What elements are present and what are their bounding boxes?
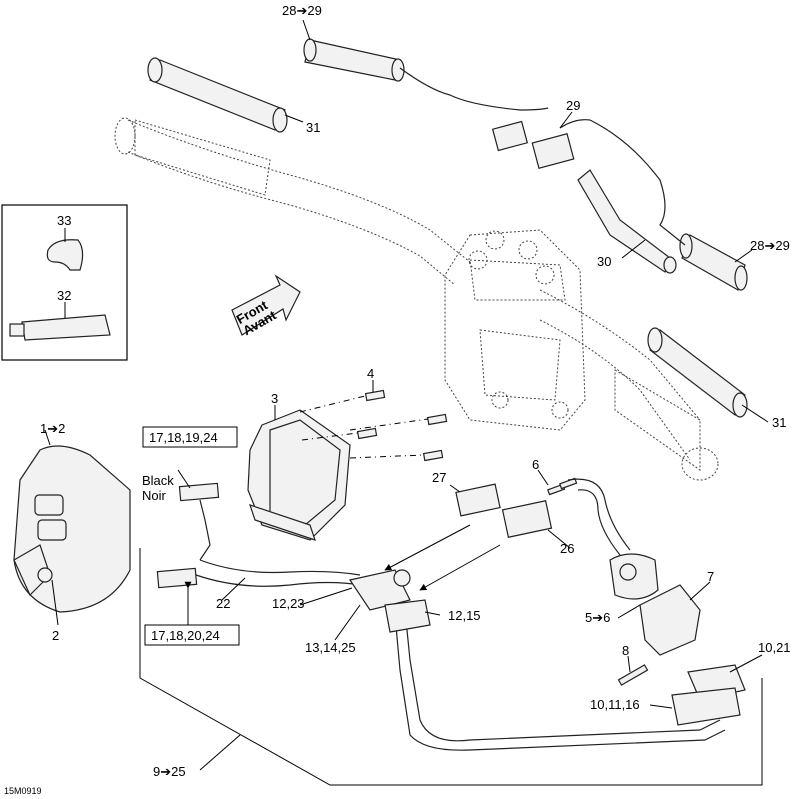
harness-22	[195, 559, 726, 751]
callout-26: 26	[560, 541, 574, 556]
color-note-en: Black	[142, 473, 174, 488]
connector-box-lower-label: 17,18,20,24	[151, 628, 220, 643]
front-direction-arrow	[231, 274, 301, 336]
color-note-fr: Noir	[142, 488, 167, 503]
callout-27: 27	[432, 470, 446, 485]
leader-lines	[44, 19, 769, 771]
handlebar	[114, 117, 719, 481]
module-10	[671, 664, 746, 726]
callout-10-11-16: 10,11,16	[590, 697, 640, 712]
socket-5	[609, 553, 659, 600]
pin-8	[617, 664, 649, 686]
callout-32: 32	[57, 288, 71, 303]
connector-26	[501, 500, 553, 538]
connector-box-upper-label: 17,18,19,24	[149, 430, 218, 445]
callout-box-lower	[144, 624, 240, 646]
callout-6: 6	[532, 457, 539, 472]
callout-12-23: 12,23	[272, 596, 305, 611]
callout-4: 4	[367, 366, 374, 381]
callout-1-2: 1➔2	[40, 421, 65, 436]
callout-12-15: 12,15	[448, 608, 481, 623]
callout-33: 33	[57, 213, 71, 228]
callout-8: 8	[622, 643, 629, 658]
callout-31-right: 31	[772, 415, 786, 430]
callout-5-6: 5➔6	[585, 610, 610, 625]
steering-clamp	[444, 229, 586, 431]
heated-grip-top	[303, 38, 405, 82]
grip-30	[577, 169, 677, 274]
callout-22: 22	[216, 596, 230, 611]
grip-31-right	[647, 327, 748, 418]
callout-28-29-top: 28➔29	[282, 3, 322, 18]
callout-31-top: 31	[306, 120, 320, 135]
callout-28-29-right: 28➔29	[750, 238, 790, 253]
cover-7	[639, 584, 701, 656]
callout-7: 7	[707, 569, 714, 584]
connector-lower	[156, 567, 198, 589]
callout-box-upper	[142, 426, 238, 448]
callout-9-25: 9➔25	[153, 764, 186, 779]
screws-4	[299, 389, 448, 462]
figure-code: 15M0919	[4, 786, 42, 796]
callout-10-21: 10,21	[758, 640, 791, 655]
heated-grip-right	[679, 233, 748, 291]
callout-29: 29	[566, 98, 580, 113]
grip-31-top	[147, 57, 288, 133]
connector-block-12	[349, 569, 431, 633]
callout-3: 3	[271, 391, 278, 406]
switch-assembly-1	[13, 445, 131, 613]
connector-upper	[178, 482, 220, 561]
callout-13-14-25: 13,14,25	[305, 640, 356, 655]
pins-6	[547, 477, 578, 496]
callout-30: 30	[597, 254, 611, 269]
switch-housing-3	[247, 409, 351, 541]
callout-2: 2	[52, 628, 59, 643]
clip-33	[46, 239, 84, 271]
grip-wiring	[399, 67, 686, 246]
connector-27	[455, 483, 501, 517]
